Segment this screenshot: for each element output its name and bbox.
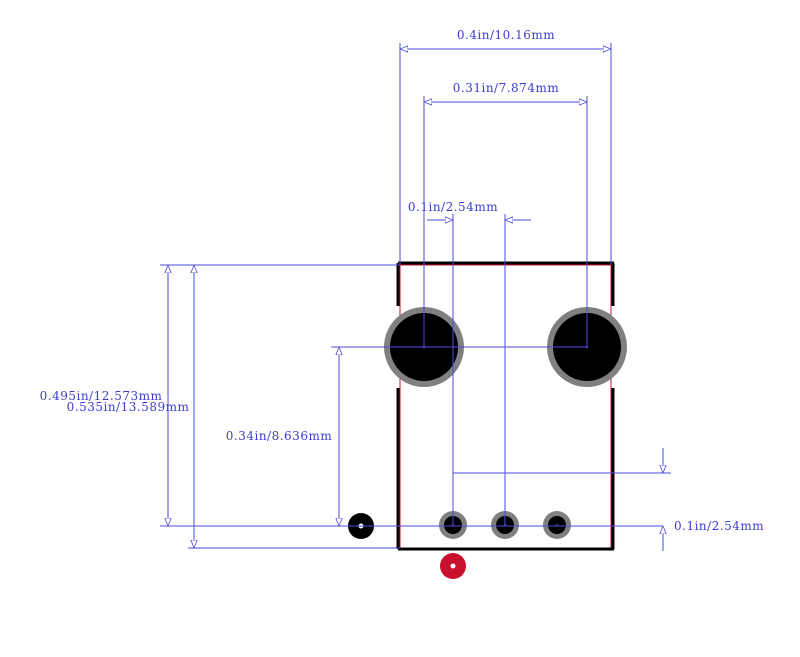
dimension-label-width-total: 0.4in/10.16mm bbox=[457, 28, 555, 42]
component-outline bbox=[396, 261, 615, 551]
dimension-label-height-a: 0.495in/12.573mm bbox=[40, 389, 163, 403]
dimension-label-height-b: 0.535in/13.589mm bbox=[67, 400, 190, 414]
dimension-hole-offset: 0.34in/8.636mm bbox=[226, 346, 663, 527]
dimension-label-hole-offset: 0.34in/8.636mm bbox=[226, 429, 333, 443]
dimension-label-pin-pitch-top: 0.1in/2.54mm bbox=[408, 200, 498, 214]
pin-pad-3 bbox=[543, 511, 571, 539]
dimension-label-pin-pitch-right: 0.1in/2.54mm bbox=[674, 519, 764, 533]
dimension-width-total: 0.4in/10.16mm bbox=[399, 28, 612, 265]
dimension-mount-pitch: 0.31in/7.874mm bbox=[423, 81, 588, 347]
dimension-height-b: 0.535in/13.589mm bbox=[67, 265, 400, 549]
pin1-marker bbox=[440, 553, 466, 579]
dimension-height-a: 0.495in/12.573mm bbox=[40, 264, 400, 527]
dimension-label-mount-pitch: 0.31in/7.874mm bbox=[453, 81, 560, 95]
dimension-pin-pitch-right: 0.1in/2.54mm bbox=[453, 448, 764, 551]
center-marks bbox=[422, 345, 589, 527]
